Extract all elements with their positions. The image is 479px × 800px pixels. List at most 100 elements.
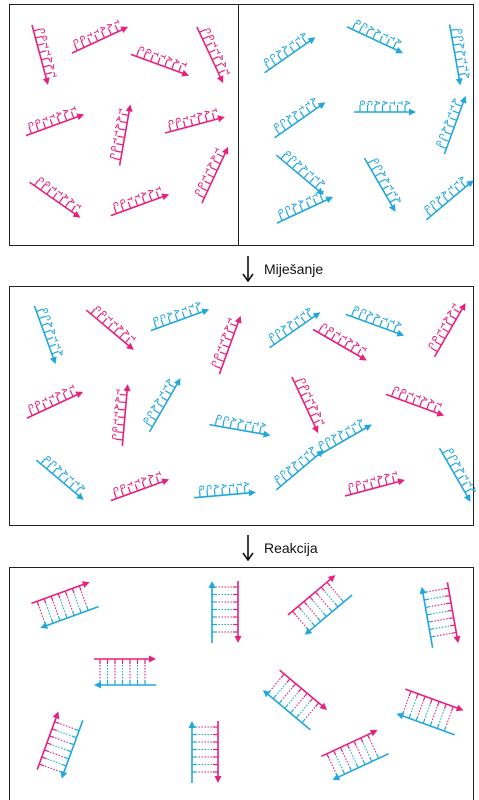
svg-text:A: A xyxy=(195,111,203,118)
svg-text:T: T xyxy=(51,70,58,78)
duplex-5 xyxy=(262,669,328,731)
svg-text:G: G xyxy=(207,32,215,41)
svg-text:C: C xyxy=(359,307,367,314)
svg-text:A: A xyxy=(172,58,180,65)
svg-text:A: A xyxy=(274,48,283,56)
svg-text:A: A xyxy=(284,113,293,121)
svg-text:C: C xyxy=(360,21,368,29)
svg-text:A: A xyxy=(380,169,388,178)
svg-text:T: T xyxy=(292,36,301,44)
svg-text:T: T xyxy=(218,339,225,347)
svg-text:A: A xyxy=(298,31,307,39)
svg-text:A: A xyxy=(316,189,324,197)
svg-text:T: T xyxy=(244,420,252,426)
svg-text:T: T xyxy=(295,455,304,463)
svg-text:T: T xyxy=(112,138,118,146)
svg-text:C: C xyxy=(71,38,79,46)
svg-text:T: T xyxy=(387,34,395,41)
svg-text:A: A xyxy=(442,316,450,325)
duplex-1 xyxy=(208,581,242,643)
svg-text:T: T xyxy=(91,29,99,36)
svg-text:A: A xyxy=(115,116,121,124)
svg-text:A: A xyxy=(303,306,312,314)
step-label: Miješanje xyxy=(264,261,324,277)
svg-text:A: A xyxy=(296,198,304,206)
svg-text:T: T xyxy=(406,390,414,397)
svg-text:A: A xyxy=(283,464,292,472)
svg-text:A: A xyxy=(366,310,374,317)
svg-text:A: A xyxy=(206,161,214,169)
svg-text:C: C xyxy=(277,118,286,126)
svg-text:T: T xyxy=(47,114,55,121)
svg-text:A: A xyxy=(165,311,173,318)
svg-text:C: C xyxy=(193,188,201,196)
svg-text:T: T xyxy=(39,397,47,404)
svg-text:A: A xyxy=(67,197,76,205)
svg-text:A: A xyxy=(114,404,120,411)
svg-text:T: T xyxy=(286,40,295,48)
duplex-6 xyxy=(396,688,464,736)
svg-text:A: A xyxy=(312,403,320,411)
svg-text:T: T xyxy=(223,67,230,75)
svg-text:G: G xyxy=(358,100,365,106)
svg-text:T: T xyxy=(387,318,395,325)
svg-text:C: C xyxy=(427,342,435,351)
svg-text:G: G xyxy=(197,485,204,492)
svg-text:T: T xyxy=(73,201,82,209)
svg-text:C: C xyxy=(166,119,174,126)
svg-text:C: C xyxy=(392,385,400,392)
svg-text:A: A xyxy=(220,332,227,340)
svg-text:T: T xyxy=(52,334,59,342)
svg-text:A: A xyxy=(122,328,131,336)
svg-text:C: C xyxy=(93,304,102,312)
svg-text:T: T xyxy=(361,479,369,486)
svg-text:A: A xyxy=(114,397,120,404)
svg-text:A: A xyxy=(295,158,304,166)
svg-text:A: A xyxy=(315,410,323,418)
svg-text:C: C xyxy=(145,410,153,419)
svg-text:C: C xyxy=(49,459,58,467)
svg-text:G: G xyxy=(118,483,127,491)
svg-text:T: T xyxy=(390,471,398,478)
svg-text:C: C xyxy=(44,313,51,321)
svg-text:A: A xyxy=(172,308,180,315)
svg-text:T: T xyxy=(226,318,233,326)
svg-text:G: G xyxy=(316,440,325,449)
svg-text:G: G xyxy=(212,353,220,362)
down-arrow-icon xyxy=(242,535,254,562)
svg-text:T: T xyxy=(448,105,455,113)
svg-text:A: A xyxy=(355,418,364,426)
svg-text:A: A xyxy=(382,472,390,479)
svg-text:C: C xyxy=(272,328,281,336)
panel-separate-strands xyxy=(9,4,474,246)
svg-text:A: A xyxy=(470,485,478,494)
svg-text:G: G xyxy=(422,204,431,213)
svg-text:G: G xyxy=(261,57,270,66)
svg-text:A: A xyxy=(394,320,402,327)
svg-text:T: T xyxy=(188,114,196,121)
svg-text:T: T xyxy=(462,56,468,64)
svg-text:A: A xyxy=(461,49,467,57)
svg-text:T: T xyxy=(434,329,442,338)
svg-text:G: G xyxy=(173,117,181,125)
svg-text:G: G xyxy=(399,387,408,395)
svg-text:A: A xyxy=(116,323,125,331)
svg-text:A: A xyxy=(374,28,382,36)
svg-text:T: T xyxy=(213,148,220,156)
svg-text:T: T xyxy=(451,180,460,188)
svg-text:C: C xyxy=(158,313,166,320)
svg-text:T: T xyxy=(54,341,61,349)
